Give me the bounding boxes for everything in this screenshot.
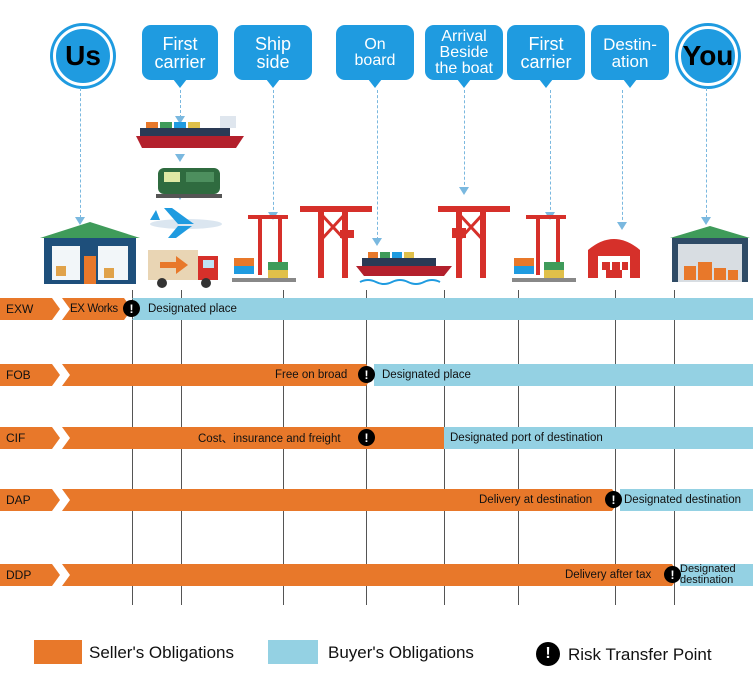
first-carrier-2-header: First carrier [507,25,585,88]
first-carrier-line-2: carrier [154,51,206,72]
exclamation-icon: ! [545,645,551,662]
illustrations [40,116,750,288]
ship-side-line-2: side [256,51,290,72]
exclamation-icon: ! [364,367,369,382]
legend-seller-label: Seller's Obligations [89,643,234,662]
cif-code: CIF [6,431,26,445]
arrival-line-1: Arrival [441,27,487,45]
ship-side-line-1: Ship [254,33,292,54]
row-exw: EXW EX Works ! Designated place [0,298,753,320]
cargo-ship-icon [356,252,452,285]
row-ddp: DDP Delivery after tax ! Designated dest… [0,564,753,586]
exclamation-icon: ! [364,430,369,445]
us-connector [80,88,81,218]
dap-buyer-label: Designated destination [624,494,741,506]
you-label: You [682,40,734,71]
destination-line-2: ation [611,51,649,71]
fob-risk-point: ! [358,366,375,383]
us-circle: Us [53,26,113,86]
row-cif: CIF Cost、insurance and freight ! Designa… [0,427,753,449]
exw-buyer-label: Designated place [148,303,237,315]
destination-warehouse-icon [588,239,640,278]
legend-buyer-swatch [268,640,318,664]
first-carrier-line-1: First [162,33,198,54]
arrival-header: Arrival Beside the boat [425,25,503,88]
ddp-buyer-label-line-2: destination [680,574,734,586]
fob-buyer-label: Designated place [382,369,471,381]
exclamation-icon: ! [670,567,675,582]
seller-warehouse-icon [40,222,140,284]
port-crane-icon-2 [512,215,576,282]
exw-code: EXW [6,302,34,316]
fob-seller-label: Free on broad [275,369,348,381]
destination-header: Destin- ation [591,25,669,88]
ship-side-connector [273,90,274,215]
first-carrier-connector [180,90,181,118]
gantry-crane-icon-1 [300,206,372,278]
arrival-line-3: the boat [435,59,493,77]
port-crane-icon-1 [232,215,296,282]
gantry-crane-icon-2 [438,206,510,278]
you-connector [706,88,707,218]
ddp-code: DDP [6,568,32,582]
row-dap: DAP Delivery at destination ! Designated… [0,489,753,511]
dap-seller-label: Delivery at destination [479,494,593,506]
row-fob: FOB Free on broad ! Designated place [0,364,753,386]
train-icon [156,168,222,198]
arrival-line-2: Beside [439,43,489,61]
ddp-buyer-label: Designated destination [680,564,736,586]
first-carrier-2-connector [550,90,551,215]
exclamation-icon: ! [129,301,134,316]
truck-icon [148,250,218,288]
exclamation-icon: ! [611,492,616,507]
fob-code: FOB [6,368,31,382]
cif-buyer-label: Designated port of destination [450,432,603,444]
on-board-connector [377,90,378,240]
first-carrier-2-line-1: First [528,33,564,54]
on-board-line-2: board [354,51,396,69]
us-label: Us [65,40,101,71]
you-circle: You [678,26,738,86]
container-ship-icon [136,116,244,148]
ddp-seller-label: Delivery after tax [565,569,652,581]
on-board-line-1: On [364,35,386,53]
exw-seller-label: EX Works [70,303,118,315]
legend-buyer-label: Buyer's Obligations [328,643,474,662]
legend-seller-swatch [34,640,82,664]
first-carrier-header: First carrier [142,25,218,88]
cif-risk-point: ! [358,429,375,446]
exw-risk-point: ! [123,300,140,317]
destination-line-1: Destin- [603,34,657,54]
buyer-warehouse-icon [670,226,750,282]
ddp-risk-point: ! [664,566,681,583]
legend-risk-icon: ! [536,642,560,666]
dap-risk-point: ! [605,491,622,508]
first-carrier-2-line-2: carrier [520,51,572,72]
ship-side-header: Ship side [234,25,312,88]
ddp-buyer-label-line-1: Designated [680,563,736,575]
legend-risk-label: Risk Transfer Point [568,645,712,664]
destination-connector [622,90,623,225]
arrival-connector [464,90,465,190]
on-board-header: On board [336,25,414,88]
airplane-icon [150,208,222,238]
dap-code: DAP [6,493,31,507]
cif-seller-label: Cost、insurance and freight [198,433,341,445]
